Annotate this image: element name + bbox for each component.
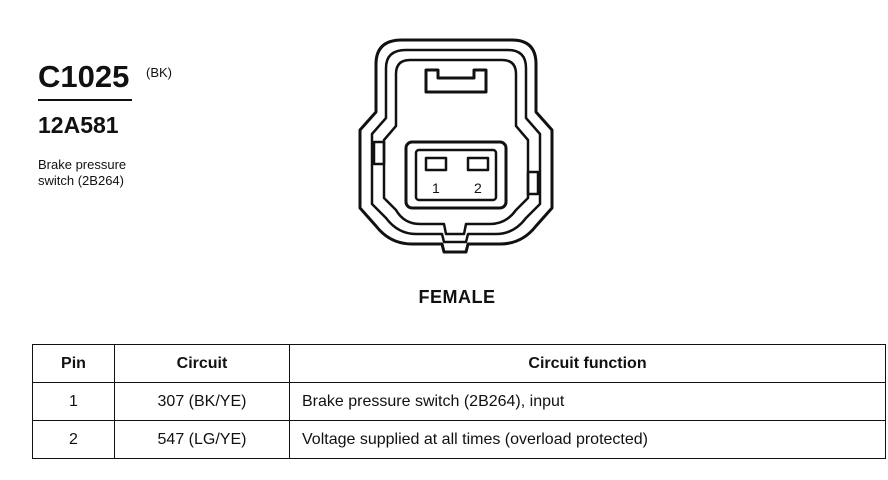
pinout-table: Pin Circuit Circuit function 1 307 (BK/Y… — [32, 344, 886, 459]
part-number: 12A581 — [38, 112, 119, 138]
cell-function: Brake pressure switch (2B264), input — [289, 382, 886, 421]
terminal-slot-1 — [424, 156, 448, 172]
right-lock-nub — [526, 170, 540, 196]
view-label: FEMALE — [418, 287, 496, 307]
connector-outer-shell — [358, 38, 554, 254]
cell-circuit: 547 (LG/YE) — [114, 420, 290, 459]
title-divider — [38, 99, 132, 101]
table-row: 2 547 (LG/YE) Voltage supplied at all ti… — [32, 420, 886, 459]
color-code: (BK) — [146, 65, 172, 80]
cell-pin: 2 — [32, 420, 115, 459]
terminal-slot-2 — [466, 156, 490, 172]
connector-id: C1025 — [38, 59, 130, 94]
table-header-row: Pin Circuit Circuit function — [32, 344, 886, 383]
pin-1-label: 1 — [432, 180, 440, 196]
connector-cavity-outline — [382, 58, 530, 236]
latch-tab — [424, 68, 488, 94]
header-circuit-function: Circuit function — [289, 344, 886, 383]
left-lock-nub — [372, 140, 386, 166]
component-description-line1: Brake pressure — [38, 157, 127, 172]
table-row: 1 307 (BK/YE) Brake pressure switch (2B2… — [32, 382, 886, 421]
header-pin: Pin — [32, 344, 115, 383]
terminal-block-inner — [414, 148, 498, 202]
cell-function: Voltage supplied at all times (overload … — [289, 420, 886, 459]
connector-face-diagram: 1 2 — [358, 38, 554, 254]
component-description-line2: switch (2B264) — [38, 173, 124, 188]
cell-pin: 1 — [32, 382, 115, 421]
connector-inner-shell — [370, 48, 542, 244]
terminal-block-outer — [404, 140, 508, 210]
pin-2-label: 2 — [474, 180, 482, 196]
header-circuit: Circuit — [114, 344, 290, 383]
cell-circuit: 307 (BK/YE) — [114, 382, 290, 421]
